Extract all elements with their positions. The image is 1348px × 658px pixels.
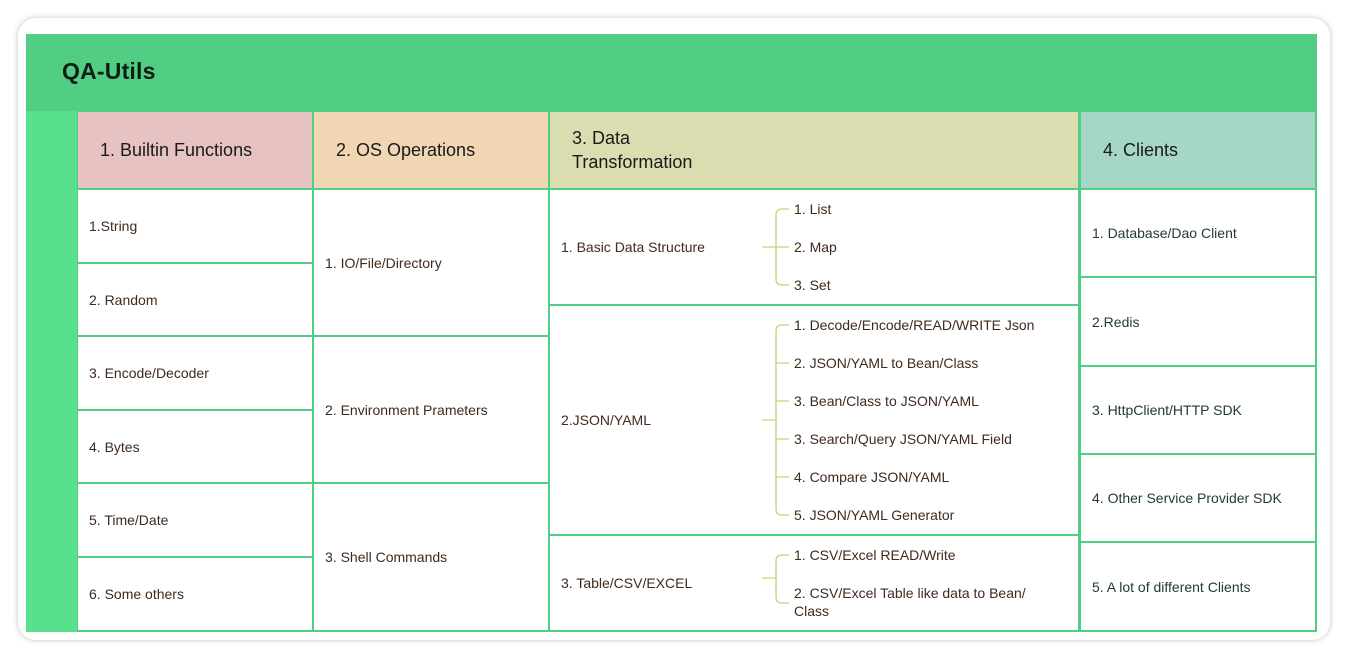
header-data-transformation: 3. Data Transformation bbox=[550, 112, 1078, 188]
data-group-label: 1. Basic Data Structure bbox=[561, 239, 705, 255]
branch-connector-basic bbox=[762, 208, 789, 286]
builtin-item-random: 2. Random bbox=[78, 264, 312, 335]
diagram-title: QA-Utils bbox=[62, 58, 156, 84]
branch-connector-json bbox=[762, 324, 789, 516]
header-builtin-functions: 1. Builtin Functions bbox=[78, 112, 312, 188]
data-group-basic-data-structure: 1. Basic Data Structure bbox=[550, 190, 1078, 304]
data-group-table-csv-excel: 3. Table/CSV/EXCEL bbox=[550, 536, 1078, 630]
frame-left-bar bbox=[26, 111, 77, 632]
client-item-different-clients: 5. A lot of different Clients bbox=[1081, 543, 1315, 630]
builtin-item-encode-decoder: 3. Encode/Decoder bbox=[78, 337, 312, 409]
os-item-environment-parameters: 2. Environment Prameters bbox=[314, 337, 548, 482]
builtin-item-string: 1.String bbox=[78, 190, 312, 262]
os-item-io-file-directory: 1. IO/File/Directory bbox=[314, 190, 548, 335]
builtin-item-some-others: 6. Some others bbox=[78, 558, 312, 630]
data-leaf-set: 3. Set bbox=[794, 277, 831, 293]
data-leaf-json-to-bean: 2. JSON/YAML to Bean/Class bbox=[794, 355, 979, 371]
data-leaf-json-generator: 5. JSON/YAML Generator bbox=[794, 507, 955, 523]
data-leaf-list: 1. List bbox=[794, 201, 832, 217]
header-os-operations: 2. OS Operations bbox=[314, 112, 548, 188]
builtin-item-bytes: 4. Bytes bbox=[78, 411, 312, 482]
data-group-label: 2.JSON/YAML bbox=[561, 412, 651, 428]
client-item-other-service-sdk: 4. Other Service Provider SDK bbox=[1081, 455, 1315, 541]
client-item-redis: 2.Redis bbox=[1081, 278, 1315, 365]
client-item-http-client: 3. HttpClient/HTTP SDK bbox=[1081, 367, 1315, 453]
data-leaf-compare-json: 4. Compare JSON/YAML bbox=[794, 469, 950, 485]
branch-connector-table bbox=[762, 554, 789, 604]
data-leaf-csv-to-bean: 2. CSV/Excel Table like data to Bean/ Cl… bbox=[794, 585, 1026, 619]
data-leaf-decode-encode-json: 1. Decode/Encode/READ/WRITE Json bbox=[794, 317, 1035, 333]
builtin-item-time-date: 5. Time/Date bbox=[78, 484, 312, 556]
os-item-shell-commands: 3. Shell Commands bbox=[314, 484, 548, 630]
data-leaf-csv-read-write: 1. CSV/Excel READ/Write bbox=[794, 547, 956, 563]
client-item-database-dao: 1. Database/Dao Client bbox=[1081, 190, 1315, 276]
data-leaf-bean-to-json: 3. Bean/Class to JSON/YAML bbox=[794, 393, 979, 409]
data-leaf-search-query-json: 3. Search/Query JSON/YAML Field bbox=[794, 431, 1012, 447]
data-group-label: 3. Table/CSV/EXCEL bbox=[561, 575, 693, 591]
data-group-json-yaml: 2.JSON/YAML bbox=[550, 306, 1078, 534]
header-clients: 4. Clients bbox=[1081, 112, 1315, 188]
data-leaf-map: 2. Map bbox=[794, 239, 837, 255]
